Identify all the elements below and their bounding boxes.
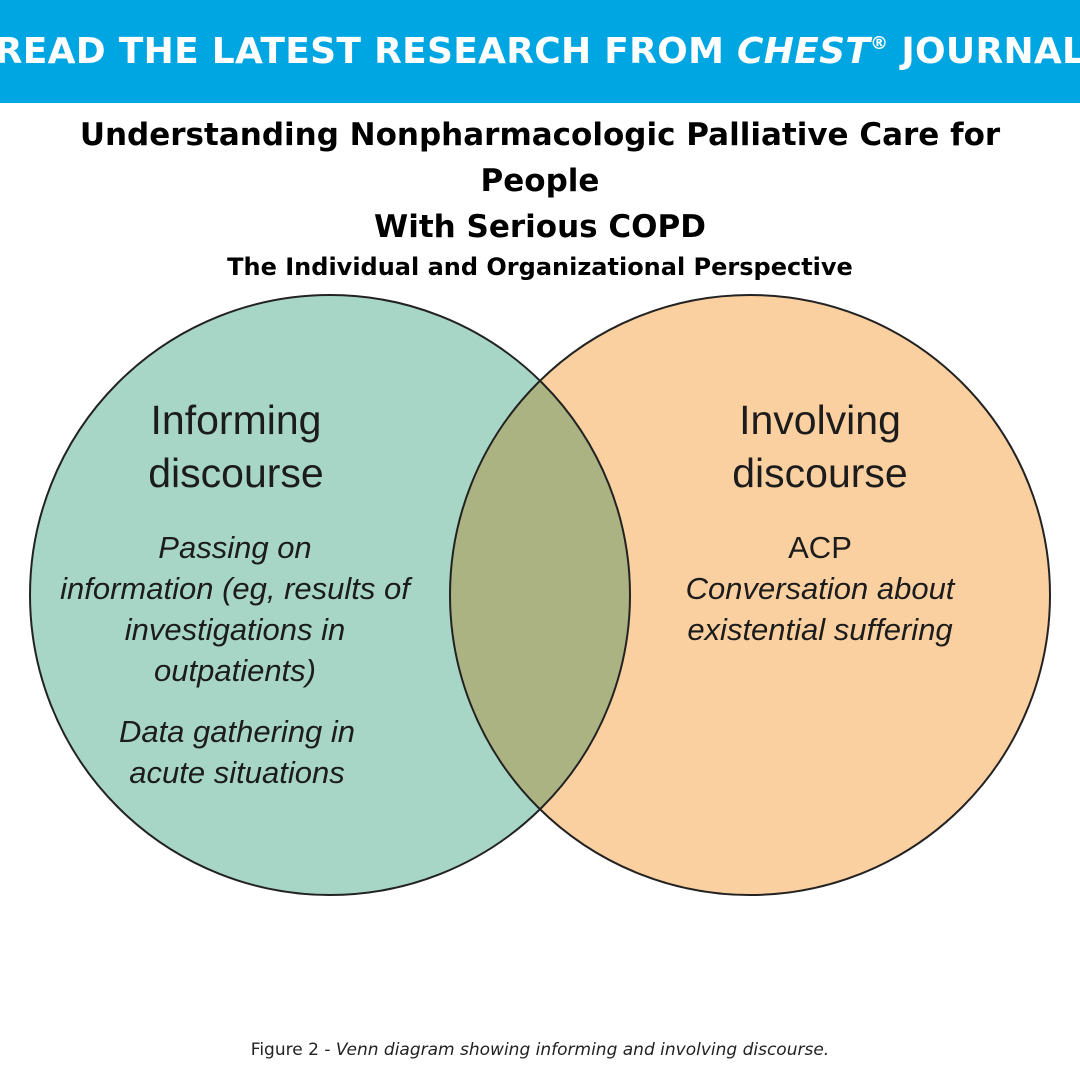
venn-circle-informing-outline bbox=[29, 294, 631, 896]
involving-item-line-2: existential suffering bbox=[687, 612, 953, 647]
involving-item-line-1: Conversation about bbox=[685, 571, 955, 606]
informing-item-1-line-4: outpatients) bbox=[154, 653, 316, 688]
informing-item-2-line-1: Data gathering in bbox=[118, 714, 356, 749]
title-line-1: Understanding Nonpharmacologic Palliativ… bbox=[79, 117, 1001, 199]
involving-heading-line-2: discourse bbox=[732, 450, 908, 496]
involving-item-existential-suffering: Conversation about existential suffering bbox=[640, 568, 1000, 650]
banner-text-prefix: READ THE LATEST RESEARCH FROM bbox=[0, 31, 738, 72]
informing-discourse-heading: Informing discourse bbox=[86, 394, 386, 500]
title-line-2: With Serious COPD bbox=[374, 209, 706, 245]
informing-item-passing-information: Passing on information (eg, results of i… bbox=[30, 527, 440, 691]
informing-item-1-line-1: Passing on bbox=[158, 530, 312, 565]
page-subtitle: The Individual and Organizational Perspe… bbox=[227, 253, 853, 281]
title-block: Understanding Nonpharmacologic Palliativ… bbox=[0, 112, 1080, 284]
involving-item-acp: ACP bbox=[788, 530, 852, 565]
header-banner: READ THE LATEST RESEARCH FROM CHEST® JOU… bbox=[0, 0, 1080, 103]
caption-label: Figure 2 - bbox=[250, 1040, 336, 1060]
venn-circle-informing bbox=[30, 295, 630, 895]
journal-name: CHEST bbox=[737, 31, 871, 72]
informing-item-data-gathering: Data gathering in acute situations bbox=[57, 711, 417, 793]
venn-circle-involving bbox=[450, 295, 1050, 895]
informing-item-2-line-2: acute situations bbox=[129, 755, 345, 790]
informing-item-1-line-2: information (eg, results of bbox=[60, 571, 410, 606]
venn-circle-involving-outline bbox=[449, 294, 1051, 896]
page-title: Understanding Nonpharmacologic Palliativ… bbox=[40, 112, 1040, 250]
informing-item-1-line-3: investigations in bbox=[124, 612, 346, 647]
informing-heading-line-2: discourse bbox=[148, 450, 324, 496]
banner-text: READ THE LATEST RESEARCH FROM CHEST® JOU… bbox=[0, 31, 1080, 72]
involving-heading-line-1: Involving bbox=[739, 397, 901, 443]
caption-description: Venn diagram showing informing and invol… bbox=[335, 1040, 830, 1060]
figure-caption: Figure 2 - Venn diagram showing informin… bbox=[0, 1040, 1080, 1060]
informing-heading-line-1: Informing bbox=[150, 397, 322, 443]
registered-mark: ® bbox=[870, 33, 889, 54]
involving-discourse-heading: Involving discourse bbox=[670, 394, 970, 500]
banner-text-suffix: JOURNAL bbox=[888, 31, 1080, 72]
